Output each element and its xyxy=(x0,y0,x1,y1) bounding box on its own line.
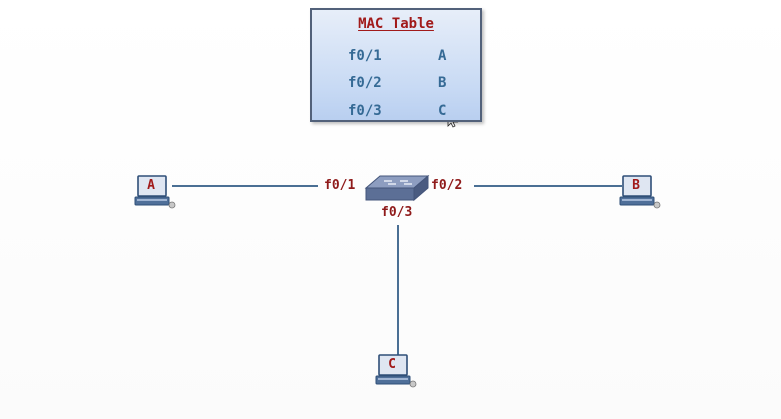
host-label-a: A xyxy=(147,178,155,193)
mac-row-port: f0/3 xyxy=(348,103,382,119)
switch-port-label-f03: f0/3 xyxy=(381,205,413,220)
switch-icon xyxy=(364,174,430,202)
computer-b-icon xyxy=(619,175,661,209)
mac-table: MAC Table f0/1 A f0/2 B f0/3 C xyxy=(310,8,482,122)
host-label-c: C xyxy=(388,357,396,372)
mac-row-host: A xyxy=(438,48,447,64)
host-label-b: B xyxy=(632,178,640,193)
switch-port-label-f01: f0/1 xyxy=(324,178,356,193)
computer-c-icon xyxy=(375,354,417,388)
mac-table-row: f0/2 B xyxy=(312,75,480,95)
mac-row-port: f0/1 xyxy=(348,48,382,64)
mac-table-title: MAC Table xyxy=(358,16,434,32)
mac-row-port: f0/2 xyxy=(348,75,382,91)
mac-table-row: f0/1 A xyxy=(312,48,480,68)
mac-row-host: C xyxy=(438,103,447,119)
mac-row-host: B xyxy=(438,75,447,91)
computer-a-icon xyxy=(134,175,176,209)
switch-port-label-f02: f0/2 xyxy=(431,178,463,193)
mac-table-row: f0/3 C xyxy=(312,103,480,123)
